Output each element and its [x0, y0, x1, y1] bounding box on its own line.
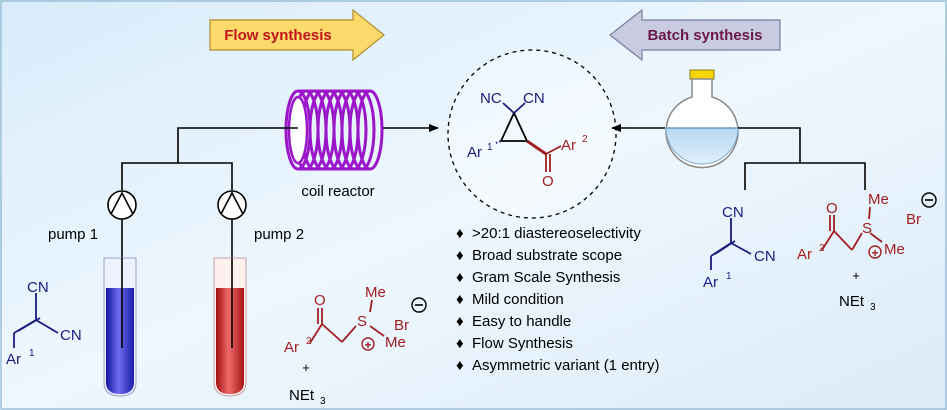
feature-2: Broad substrate scope — [472, 247, 622, 264]
product-nc: NC — [480, 90, 502, 107]
product-dashed-circle — [447, 49, 617, 219]
svg-text:3: 3 — [870, 302, 876, 313]
feature-4: Mild condition — [472, 291, 564, 308]
left-minus-charge — [411, 297, 427, 313]
right-plus-charge: + — [868, 245, 882, 260]
left-triethylamine: NEt 3 — [289, 387, 326, 407]
product-ar1-sup: 1 — [487, 142, 493, 153]
right-me-top: Me — [868, 191, 889, 208]
feature-7: Asymmetric variant (1 entry) — [472, 357, 660, 374]
left-cn-top: CN — [27, 279, 49, 296]
flow-synthesis-arrow: Flow synthesis — [209, 8, 385, 62]
batch-synthesis-label: Batch synthesis — [647, 27, 762, 44]
right-plus-sign: + — [852, 268, 860, 283]
right-s: S — [862, 220, 872, 237]
left-sulfonium-salt — [309, 299, 385, 344]
right-cn-top: CN — [722, 204, 744, 221]
left-ar-sup: 1 — [29, 348, 35, 359]
right-triethylamine: NEt 3 — [839, 293, 876, 313]
right-br: Br — [906, 211, 921, 228]
left-sulfonium-labels: Ar 2 O S Me Me — [284, 284, 406, 356]
left-ylidene-labels: CN CN Ar 1 — [6, 279, 82, 368]
pump-1-label: pump 1 — [48, 226, 98, 243]
right-sulfonium-salt — [821, 206, 883, 251]
left-plus-sign: + — [302, 360, 310, 375]
coil-reactor — [284, 89, 384, 171]
product-ar1: Ar — [467, 144, 482, 161]
product-o: O — [542, 173, 554, 190]
feature-list: ♦ >20:1 diastereoselectivity ♦ Broad sub… — [456, 225, 660, 374]
svg-text:+: + — [364, 338, 371, 352]
svg-text:+: + — [871, 246, 878, 260]
right-ylidene-labels: CN CN Ar 1 — [703, 204, 776, 291]
feature-diamond: ♦ — [456, 225, 464, 242]
svg-text:3: 3 — [320, 396, 326, 407]
right-me-right: Me — [884, 241, 905, 258]
feature-diamond: ♦ — [456, 291, 464, 308]
feature-diamond: ♦ — [456, 269, 464, 286]
feature-5: Easy to handle — [472, 313, 571, 330]
left-br: Br — [394, 317, 409, 334]
product-ar2-sup: 2 — [582, 134, 588, 145]
left-o: O — [314, 292, 326, 309]
flow-tubing — [121, 127, 298, 190]
feature-3: Gram Scale Synthesis — [472, 269, 620, 286]
right-ar-sup: 1 — [726, 271, 732, 282]
left-ar2-sup: 2 — [306, 336, 312, 347]
right-ar2: Ar — [797, 246, 812, 263]
right-ylidene-malononitrile — [710, 218, 752, 270]
test-tube-1 — [103, 257, 137, 397]
coil-reactor-label: coil reactor — [301, 183, 374, 200]
product-ar2: Ar — [561, 137, 576, 154]
svg-text:NEt: NEt — [839, 293, 865, 310]
product-cyclopropane — [495, 102, 562, 172]
batch-synthesis-arrow: Batch synthesis — [609, 8, 781, 62]
left-cn-right: CN — [60, 327, 82, 344]
left-ylidene-malononitrile — [13, 293, 59, 348]
left-ar2: Ar — [284, 339, 299, 356]
flow-synthesis-label: Flow synthesis — [224, 27, 332, 44]
right-minus-charge — [921, 192, 937, 208]
right-sulfonium-labels: Ar 2 O S Me Me — [797, 191, 905, 263]
right-ar: Ar — [703, 274, 718, 291]
product-labels: NC CN Ar 1 Ar 2 O — [467, 90, 588, 190]
right-o: O — [826, 200, 838, 217]
test-tube-2 — [213, 257, 247, 397]
left-plus-charge: + — [361, 337, 375, 352]
left-me-right: Me — [385, 334, 406, 351]
right-cn-right: CN — [754, 248, 776, 265]
left-s: S — [357, 313, 367, 330]
left-ar: Ar — [6, 351, 21, 368]
batch-tubing — [738, 127, 866, 190]
feature-6: Flow Synthesis — [472, 335, 573, 352]
product-cn: CN — [523, 90, 545, 107]
right-ar2-sup: 2 — [819, 243, 825, 254]
round-bottom-flask — [665, 69, 739, 169]
feature-diamond: ♦ — [456, 335, 464, 352]
feature-diamond: ♦ — [456, 357, 464, 374]
left-me-top: Me — [365, 284, 386, 301]
svg-text:NEt: NEt — [289, 387, 315, 404]
feature-diamond: ♦ — [456, 313, 464, 330]
feature-diamond: ♦ — [456, 247, 464, 264]
feature-1: >20:1 diastereoselectivity — [472, 225, 641, 242]
pump-2-label: pump 2 — [254, 226, 304, 243]
